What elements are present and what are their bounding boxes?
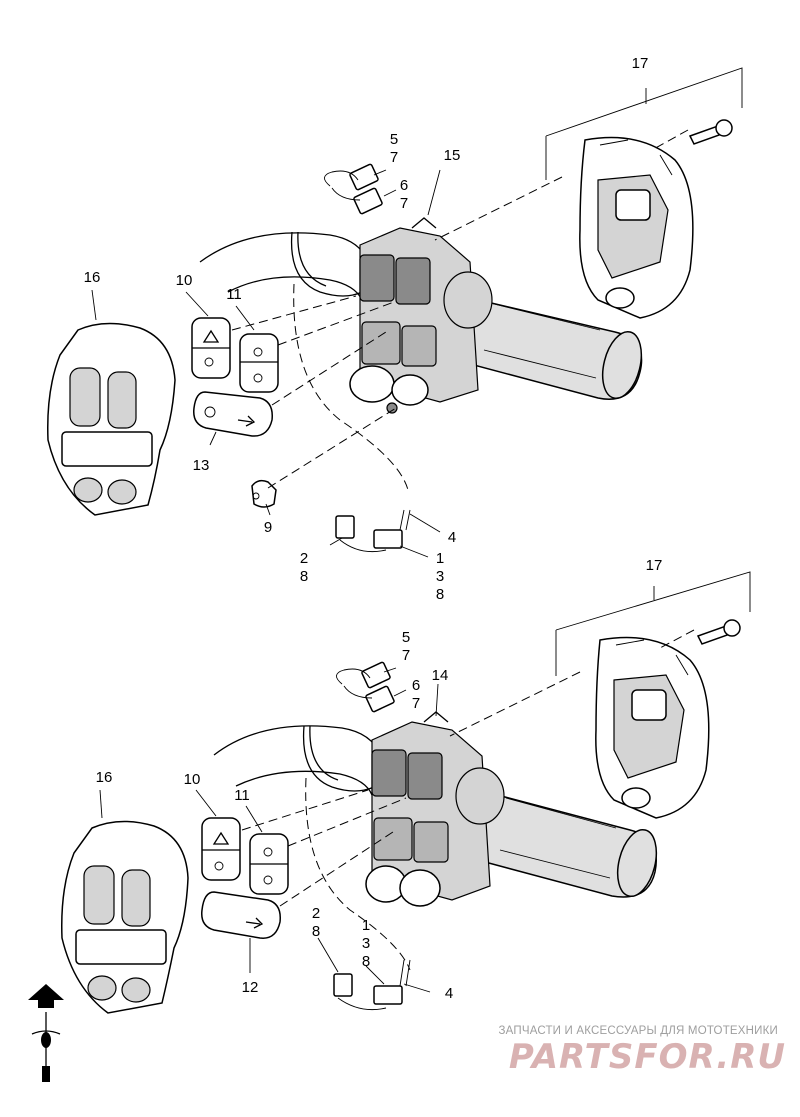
callout-12: 12 (242, 979, 259, 996)
upper-wire-harness (290, 231, 363, 297)
callout-16: 16 (96, 769, 113, 786)
callout-1: 1 (436, 550, 444, 567)
upper-wire-loop-b (227, 276, 363, 301)
callout-10: 10 (176, 272, 193, 289)
callout-13: 13 (193, 457, 210, 474)
front-direction-arrow-icon (28, 984, 64, 1082)
watermark-logo: PARTSFOR.RU (509, 1037, 786, 1077)
callout-5: 5 (402, 629, 410, 646)
callout-7: 7 (402, 647, 410, 664)
callout-1: 1 (362, 917, 370, 934)
callout-8: 8 (312, 923, 320, 940)
lower-leader-lines (99, 571, 751, 993)
callout-7: 7 (390, 149, 398, 166)
lower-turn-button (201, 891, 281, 939)
callout-17: 17 (646, 557, 663, 574)
lower-connector-group (333, 661, 411, 1011)
hazard-triangle-icon (212, 831, 230, 845)
lower-wire-loop-b (235, 770, 373, 796)
upper-switch-housing (349, 217, 493, 414)
lower-screw (696, 619, 741, 645)
upper-assembly (47, 67, 743, 558)
callout-15: 15 (444, 147, 461, 164)
lower-assembly (61, 571, 751, 1014)
hazard-triangle-icon (202, 329, 220, 343)
callout-11: 11 (234, 787, 250, 804)
callout-5: 5 (390, 131, 398, 148)
callout-2: 2 (300, 550, 308, 567)
lower-handlebar-grip (469, 791, 658, 898)
callout-2: 2 (312, 905, 320, 922)
turn-arrow-icon (245, 917, 264, 929)
upper-hazard-button (191, 317, 231, 379)
callout-6: 6 (412, 677, 420, 694)
callout-8: 8 (436, 586, 444, 603)
upper-connector-group (324, 163, 411, 553)
callout-10: 10 (184, 771, 201, 788)
upper-leader-lines (91, 67, 743, 558)
callout-8: 8 (362, 953, 370, 970)
callout-3: 3 (436, 568, 444, 585)
upper-cruise-button (239, 333, 279, 393)
lower-wire-loop-a (213, 725, 381, 756)
callout-11: 11 (226, 286, 242, 303)
lower-switch-housing-cover (595, 636, 710, 819)
lower-hazard-button (201, 817, 241, 881)
lower-wire-harness (302, 725, 375, 792)
callout-6: 6 (400, 177, 408, 194)
upper-wire-loop-a (199, 232, 369, 263)
callout-9: 9 (264, 519, 272, 536)
upper-cap (251, 479, 277, 508)
watermark-tagline: ЗАПЧАСТИ И АКСЕССУАРЫ ДЛЯ МОТОТЕХНИКИ (498, 1025, 778, 1037)
callout-3: 3 (362, 935, 370, 952)
upper-screw (688, 119, 733, 145)
callout-14: 14 (432, 667, 449, 684)
lower-switch-housing (365, 711, 505, 907)
upper-callouts: 17 15 5 7 6 7 16 10 11 13 9 4 2 8 1 3 8 (84, 55, 649, 603)
lower-left-switch-housing (61, 820, 189, 1014)
callout-17: 17 (632, 55, 649, 72)
upper-turn-button (193, 391, 273, 437)
callout-7: 7 (412, 695, 420, 712)
upper-handlebar-grip (454, 297, 643, 400)
callout-16: 16 (84, 269, 101, 286)
lower-cruise-button (249, 833, 289, 895)
upper-left-switch-housing (47, 322, 176, 516)
callout-4: 4 (448, 529, 456, 546)
upper-switch-housing-cover (579, 136, 694, 319)
watermark: ЗАПЧАСТИ И АКСЕССУАРЫ ДЛЯ МОТОТЕХНИКИ PA… (498, 1025, 786, 1077)
turn-arrow-icon (237, 415, 256, 427)
callout-4: 4 (445, 985, 453, 1002)
callout-7: 7 (400, 195, 408, 212)
lower-callouts: 17 14 5 7 6 7 16 10 11 2 8 1 3 8 12 4 (96, 557, 663, 1002)
callout-8: 8 (300, 568, 308, 585)
